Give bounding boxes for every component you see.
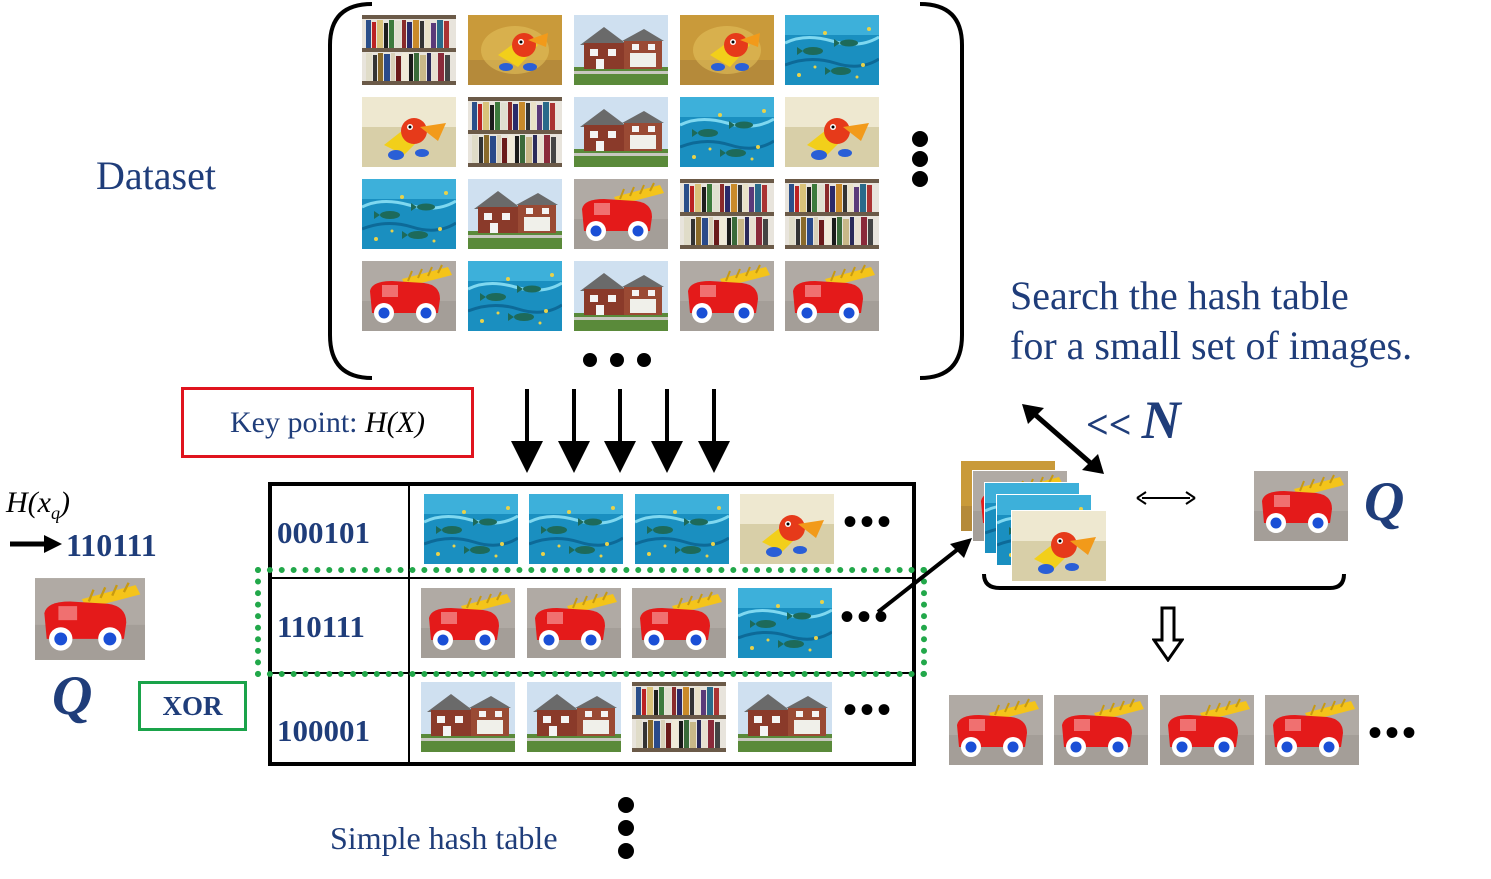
result-query-label: Q bbox=[1364, 471, 1405, 533]
match-arrow-icon bbox=[876, 538, 972, 614]
hash-bucket-image bbox=[635, 494, 729, 564]
dataset-label: Dataset bbox=[96, 153, 216, 198]
hash-bucket-image bbox=[738, 682, 832, 752]
query-image-right bbox=[1254, 471, 1348, 541]
query-hash-close: ) bbox=[59, 486, 70, 519]
dataset-image bbox=[785, 15, 879, 85]
dataset-image bbox=[468, 15, 562, 85]
much-less-than: << bbox=[1086, 402, 1142, 447]
xor-box: XOR bbox=[138, 681, 247, 731]
dataset-image bbox=[468, 97, 562, 167]
dataset-image bbox=[680, 261, 774, 331]
result-ellipsis: ••• bbox=[1368, 710, 1420, 755]
row-ellipsis: ••• bbox=[843, 499, 895, 544]
dataset-image bbox=[362, 179, 456, 249]
dataset-image bbox=[785, 97, 879, 167]
search-text-line1: Search the hash table bbox=[1010, 273, 1349, 318]
query-label: Q bbox=[52, 665, 93, 727]
matched-row-highlight bbox=[255, 567, 927, 677]
xor-label: XOR bbox=[162, 690, 223, 721]
dataset-image bbox=[362, 261, 456, 331]
dataset-image bbox=[362, 97, 456, 167]
search-text-line2: for a small set of images. bbox=[1010, 323, 1413, 368]
hash-code: 110111 bbox=[277, 609, 365, 644]
hash-bucket-image bbox=[632, 682, 726, 752]
size-comparison: << N bbox=[1086, 389, 1181, 451]
hash-bucket-image bbox=[424, 494, 518, 564]
query-hash-function: H(xq) bbox=[6, 486, 70, 524]
query-hash-subscript: q bbox=[50, 503, 60, 523]
dataset-image bbox=[574, 97, 668, 167]
dataset-image bbox=[680, 15, 774, 85]
dataset-image bbox=[468, 261, 562, 331]
row-ellipsis: ••• bbox=[843, 687, 895, 732]
hash-table-col-divider bbox=[408, 486, 410, 762]
compare-arrow-icon bbox=[1136, 491, 1196, 505]
result-image bbox=[1265, 695, 1359, 765]
double-arrow-icon bbox=[1022, 404, 1104, 474]
dataset-image bbox=[468, 179, 562, 249]
candidate-image bbox=[1011, 510, 1107, 582]
hash-bucket-image bbox=[421, 682, 515, 752]
key-point-box: Key point: H(X) bbox=[181, 387, 474, 458]
hash-code: 000101 bbox=[277, 515, 370, 550]
dataset-image bbox=[362, 15, 456, 85]
hash-bucket-image bbox=[529, 494, 623, 564]
hash-table-row-divider bbox=[272, 577, 912, 579]
result-image bbox=[949, 695, 1043, 765]
result-down-arrow-icon bbox=[1152, 606, 1184, 662]
result-image bbox=[1160, 695, 1254, 765]
candidates-brace bbox=[982, 573, 1346, 590]
key-point-math: H(X) bbox=[365, 405, 425, 439]
hash-bucket-image bbox=[527, 682, 621, 752]
dataset-image bbox=[680, 97, 774, 167]
query-arrow-icon bbox=[10, 535, 62, 553]
query-image bbox=[35, 578, 145, 660]
dataset-size-n: N bbox=[1141, 390, 1181, 450]
hash-bucket-image bbox=[740, 494, 834, 564]
dataset-image bbox=[785, 179, 879, 249]
dataset-bracket bbox=[328, 2, 964, 380]
key-point-label: Key point: bbox=[230, 405, 365, 439]
hash-arrows bbox=[511, 389, 730, 473]
dataset-image bbox=[574, 261, 668, 331]
result-image bbox=[1054, 695, 1148, 765]
dataset-image bbox=[574, 15, 668, 85]
hash-table-caption: Simple hash table bbox=[330, 820, 558, 856]
dataset-image bbox=[574, 179, 668, 249]
dataset-image bbox=[680, 179, 774, 249]
dataset-image bbox=[785, 261, 879, 331]
query-hash-code: 110111 bbox=[66, 527, 157, 563]
hash-code: 100001 bbox=[277, 713, 370, 748]
query-hash-fn-text: H(x bbox=[6, 486, 51, 519]
